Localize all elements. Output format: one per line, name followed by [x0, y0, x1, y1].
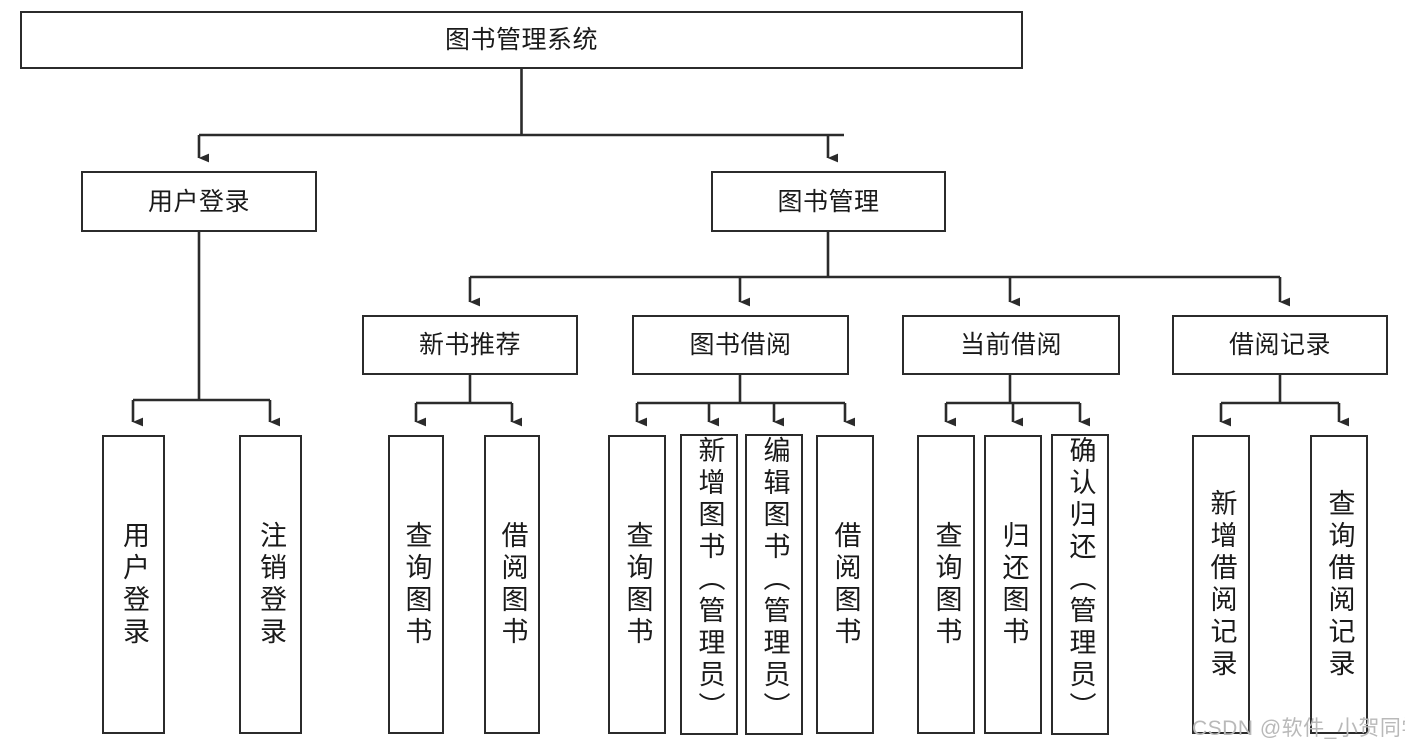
- node-book-manage-label: 图书管理: [777, 187, 880, 216]
- node-leaf-query-book-1[interactable]: 查询图书: [388, 435, 444, 734]
- node-leaf-query-record[interactable]: 查询借阅记录: [1310, 435, 1368, 734]
- node-leaf-user-login[interactable]: 用户登录: [102, 435, 165, 734]
- node-leaf-user-login-label: 用户登录: [119, 520, 149, 649]
- node-new-book-rec[interactable]: 新书推荐: [362, 315, 578, 375]
- node-current-borrow[interactable]: 当前借阅: [902, 315, 1120, 375]
- node-leaf-edit-book-admin-label: 编辑图书（管理员）: [759, 436, 790, 724]
- node-leaf-add-record-label: 新增借阅记录: [1206, 488, 1237, 681]
- node-user-login[interactable]: 用户登录: [81, 171, 317, 232]
- node-borrow-record-label: 借阅记录: [1228, 331, 1331, 359]
- node-book-borrow-label: 图书借阅: [689, 331, 792, 359]
- node-new-book-rec-label: 新书推荐: [418, 331, 521, 359]
- node-leaf-add-book-admin[interactable]: 新增图书（管理员）: [680, 434, 738, 735]
- node-user-login-label: 用户登录: [147, 187, 250, 216]
- node-leaf-add-record[interactable]: 新增借阅记录: [1192, 435, 1250, 734]
- node-leaf-borrow-book-2[interactable]: 借阅图书: [816, 435, 874, 734]
- node-leaf-borrow-book-1-label: 借阅图书: [497, 520, 528, 649]
- node-book-borrow[interactable]: 图书借阅: [632, 315, 849, 375]
- node-book-manage[interactable]: 图书管理: [711, 171, 946, 232]
- node-leaf-query-book-2-label: 查询图书: [622, 520, 653, 649]
- node-leaf-confirm-return-admin-label: 确认归还（管理员）: [1065, 436, 1096, 724]
- node-leaf-query-book-2[interactable]: 查询图书: [608, 435, 666, 734]
- node-leaf-return-book[interactable]: 归还图书: [984, 435, 1042, 734]
- node-current-borrow-label: 当前借阅: [959, 331, 1062, 359]
- node-borrow-record[interactable]: 借阅记录: [1172, 315, 1388, 375]
- node-root[interactable]: 图书管理系统: [20, 11, 1023, 69]
- node-leaf-edit-book-admin[interactable]: 编辑图书（管理员）: [745, 434, 803, 735]
- node-leaf-add-book-admin-label: 新增图书（管理员）: [694, 436, 725, 724]
- node-root-label: 图书管理系统: [444, 26, 598, 54]
- node-leaf-borrow-book-1[interactable]: 借阅图书: [484, 435, 540, 734]
- node-leaf-confirm-return-admin[interactable]: 确认归还（管理员）: [1051, 434, 1109, 735]
- node-leaf-query-book-3[interactable]: 查询图书: [917, 435, 975, 734]
- node-leaf-query-book-3-label: 查询图书: [931, 520, 962, 649]
- node-leaf-query-book-1-label: 查询图书: [401, 520, 432, 649]
- csdn-watermark: CSDN @软件_小贺同学: [1192, 717, 1405, 740]
- node-leaf-logout-label: 注销登录: [256, 520, 286, 649]
- node-leaf-return-book-label: 归还图书: [998, 520, 1029, 649]
- node-leaf-borrow-book-2-label: 借阅图书: [830, 520, 861, 649]
- node-leaf-logout[interactable]: 注销登录: [239, 435, 302, 734]
- node-leaf-query-record-label: 查询借阅记录: [1324, 488, 1355, 681]
